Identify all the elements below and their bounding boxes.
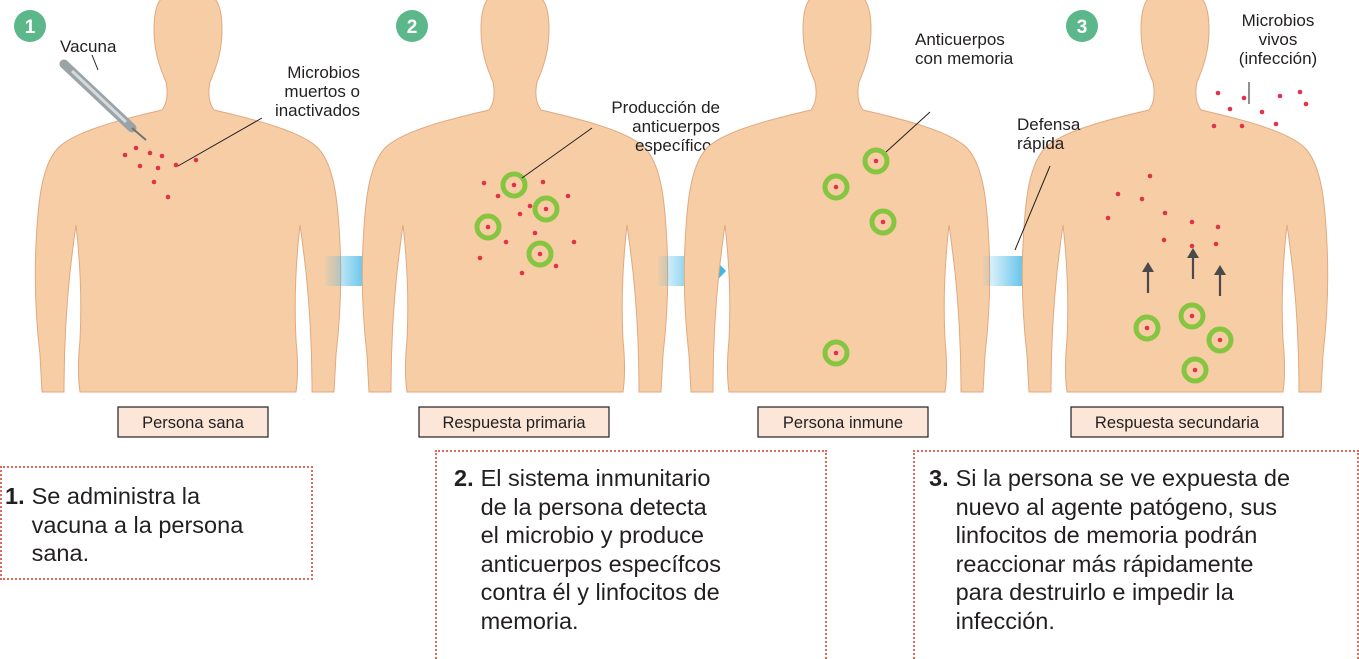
caption-box: Respuesta secundaria <box>1070 406 1284 438</box>
badge: 2 <box>396 10 428 42</box>
up-arrow-icon <box>1142 262 1154 293</box>
caption-text: Respuesta secundaria <box>1095 414 1260 432</box>
leader-line <box>1014 165 1051 251</box>
caption-text: Persona sana <box>142 414 245 432</box>
caption-box: Persona sana <box>117 406 269 438</box>
syringe-icon <box>59 59 147 141</box>
antibody <box>500 171 528 199</box>
step-2: 2. El sistema inmunitario de la persona … <box>454 464 825 635</box>
microbes <box>477 179 577 276</box>
step-number: 3. <box>929 465 949 491</box>
caption-box: Respuesta primaria <box>418 406 610 438</box>
step-text: El sistema inmunitario de la persona det… <box>480 465 721 634</box>
badge-number: 2 <box>407 17 418 38</box>
leader-line <box>91 54 99 71</box>
dead-microbes <box>122 145 199 200</box>
leader-line <box>885 111 931 153</box>
badge-number: 3 <box>1077 17 1088 38</box>
caption-box: Persona inmune <box>757 406 929 438</box>
step-1: 1. Se administra la vacuna a la persona … <box>5 482 311 568</box>
leader-line <box>521 127 593 179</box>
badge: 1 <box>14 10 46 42</box>
antibody <box>822 339 850 367</box>
human-figure <box>34 0 342 393</box>
vaccine-label: Vacuna <box>60 37 117 56</box>
antibody <box>532 195 560 223</box>
caption-text: Respuesta primaria <box>442 414 586 432</box>
caption-text: Persona inmune <box>783 414 903 432</box>
antibody <box>1133 314 1161 342</box>
up-arrow-icon <box>1187 248 1199 279</box>
step-text: Si la persona se ve expuesta de nuevo al… <box>955 465 1291 634</box>
step-number: 1. <box>5 483 25 509</box>
step-number: 2. <box>454 465 474 491</box>
antibody <box>869 208 897 236</box>
step-text: Se administra la vacuna a la persona san… <box>31 483 244 566</box>
antibody <box>474 213 502 241</box>
step-3-box: 3. Si la persona se ve expuesta de nuevo… <box>913 450 1359 659</box>
live-microbes <box>1105 89 1309 249</box>
antibody <box>526 240 554 268</box>
leader-line <box>177 117 263 167</box>
step-1-box: 1. Se administra la vacuna a la persona … <box>0 466 313 580</box>
badge-number: 1 <box>25 17 36 38</box>
antibody <box>822 173 850 201</box>
antibody <box>1181 356 1209 384</box>
antibody <box>1206 326 1234 354</box>
step-3: 3. Si la persona se ve expuesta de nuevo… <box>929 464 1357 635</box>
antibody <box>1178 302 1206 330</box>
step-2-box: 2. El sistema inmunitario de la persona … <box>435 450 827 659</box>
antibody <box>862 147 890 175</box>
badge: 3 <box>1066 10 1098 42</box>
up-arrow-icon <box>1214 265 1226 296</box>
